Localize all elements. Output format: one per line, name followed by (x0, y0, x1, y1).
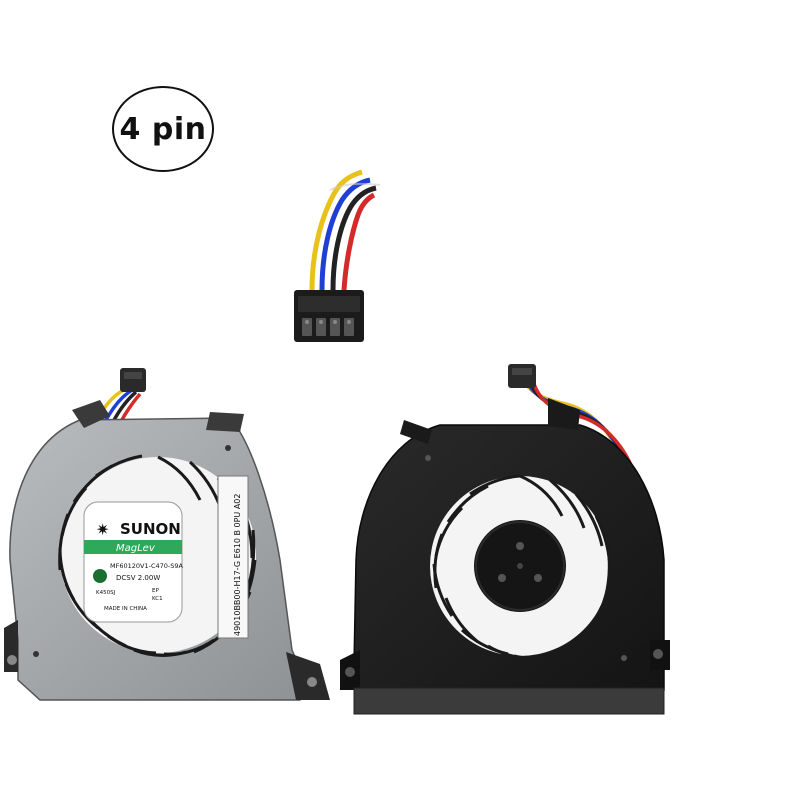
fan-left-mark: EP (152, 588, 159, 594)
fan-left-hub-label (83, 501, 183, 623)
fan-left-model: MF60120V1-C470-S9A (110, 562, 184, 570)
sunon-logo-icon: ✷ (96, 520, 109, 539)
fan-right-blades (432, 474, 612, 660)
fan-left-side-label (217, 475, 249, 639)
fan-right (340, 364, 670, 715)
fan-left: SUNON ✷ MagLev MF60120V1-C470-S9A DCSV 2… (4, 368, 330, 701)
fan-left-side-text: 49010BB00-H17-G E610 B 0PU A02 (233, 494, 242, 636)
wire-red (341, 192, 376, 291)
wire-black (330, 185, 377, 291)
fan-left-series: MagLev (116, 543, 156, 554)
fan-left-connector (120, 368, 146, 392)
fan-left-mark2: KC1 (152, 596, 163, 602)
wire-yellow (309, 169, 363, 291)
fan-left-brand: SUNON (120, 520, 181, 538)
fan-right-foam (354, 688, 664, 714)
recycle-icon (93, 569, 107, 583)
pin-count-badge: 4 pin (112, 86, 214, 172)
pin-count-text: 4 pin (119, 111, 207, 147)
connector-assembly (294, 169, 381, 342)
fan-left-code: K450SJ (96, 590, 116, 596)
fan-left-origin: MADE IN CHINA (104, 606, 147, 612)
fan-right-connector (508, 364, 536, 388)
fan-left-rating: DCSV 2.00W (116, 574, 160, 582)
